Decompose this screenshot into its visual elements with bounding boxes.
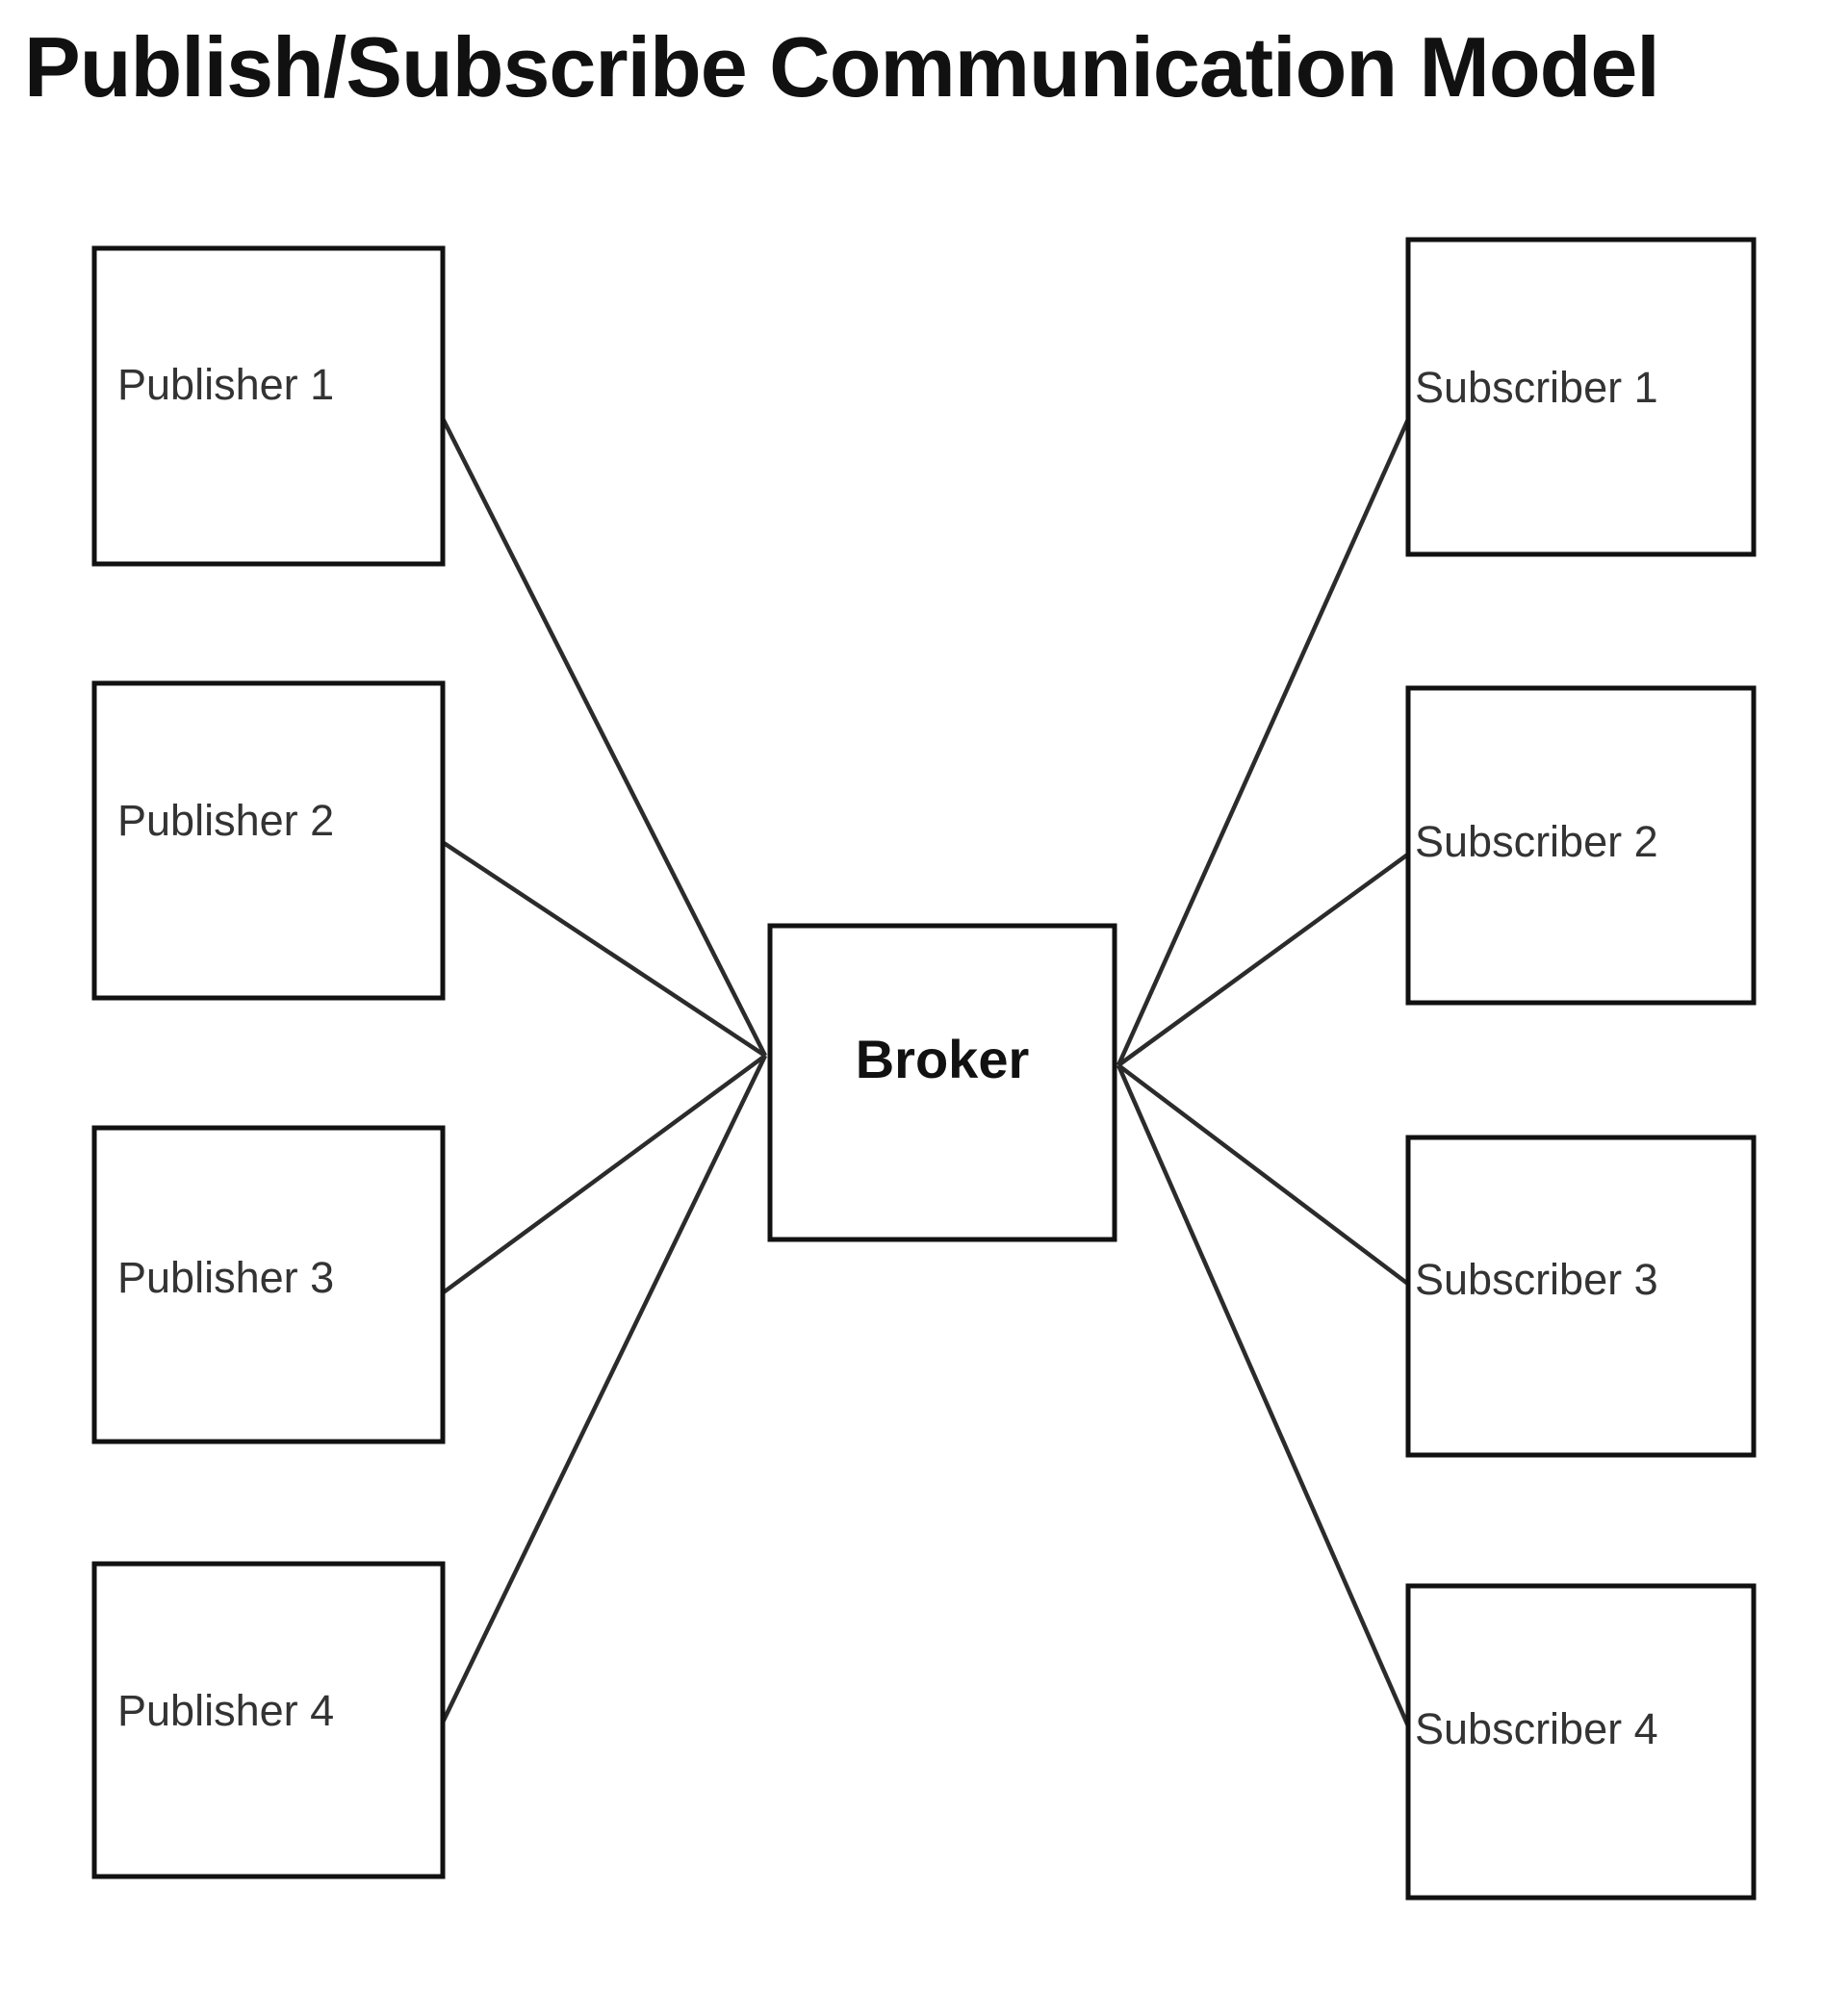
edge-broker-subscriber-2 <box>1116 849 1415 1067</box>
publisher-1-box[interactable] <box>91 245 446 567</box>
publisher-4-box[interactable] <box>91 1561 446 1879</box>
publisher-4-label: Publisher 4 <box>117 1686 334 1735</box>
publisher-3-box[interactable] <box>91 1125 446 1444</box>
publisher-node-2[interactable]: Publisher 2 <box>91 680 446 1001</box>
subscriber-3-label: Subscriber 3 <box>1415 1255 1658 1304</box>
broker-node[interactable]: Broker <box>767 923 1117 1242</box>
edge-publisher-1-broker <box>435 407 768 1058</box>
subscriber-node-4[interactable]: Subscriber 4 <box>1405 1583 1757 1901</box>
edge-publisher-4-broker <box>435 1055 768 1733</box>
subscriber-4-box[interactable] <box>1405 1583 1757 1901</box>
subscriber-node-3[interactable]: Subscriber 3 <box>1405 1135 1757 1458</box>
subscriber-node-1[interactable]: Subscriber 1 <box>1405 237 1757 557</box>
publisher-1-label: Publisher 1 <box>117 360 334 409</box>
edge-publisher-2-broker <box>436 837 767 1058</box>
edge-publisher-3-broker <box>439 1054 767 1296</box>
subscriber-1-label: Subscriber 1 <box>1415 363 1658 412</box>
broker-box[interactable] <box>767 923 1117 1242</box>
subscriber-1-box[interactable] <box>1405 237 1757 557</box>
edge-broker-subscriber-3 <box>1116 1063 1415 1290</box>
subscriber-2-box[interactable] <box>1405 685 1757 1006</box>
edge-broker-subscriber-4 <box>1116 1064 1416 1738</box>
publisher-node-1[interactable]: Publisher 1 <box>91 245 446 567</box>
subscriber-3-box[interactable] <box>1405 1135 1757 1458</box>
publisher-node-4[interactable]: Publisher 4 <box>91 1561 446 1879</box>
publisher-2-box[interactable] <box>91 680 446 1001</box>
broker-label: Broker <box>856 1029 1030 1089</box>
subscriber-2-label: Subscriber 2 <box>1415 817 1658 866</box>
edge-broker-subscriber-1 <box>1116 403 1418 1066</box>
publisher-3-label: Publisher 3 <box>117 1253 334 1302</box>
subscriber-node-2[interactable]: Subscriber 2 <box>1405 685 1757 1006</box>
subscriber-4-label: Subscriber 4 <box>1415 1704 1658 1753</box>
publisher-node-3[interactable]: Publisher 3 <box>91 1125 446 1444</box>
edge-group-subscribers <box>1116 403 1418 1738</box>
publisher-2-label: Publisher 2 <box>117 796 334 845</box>
edge-group-publishers <box>435 407 768 1733</box>
page-title: Publish/Subscribe Communication Model <box>24 19 1659 115</box>
